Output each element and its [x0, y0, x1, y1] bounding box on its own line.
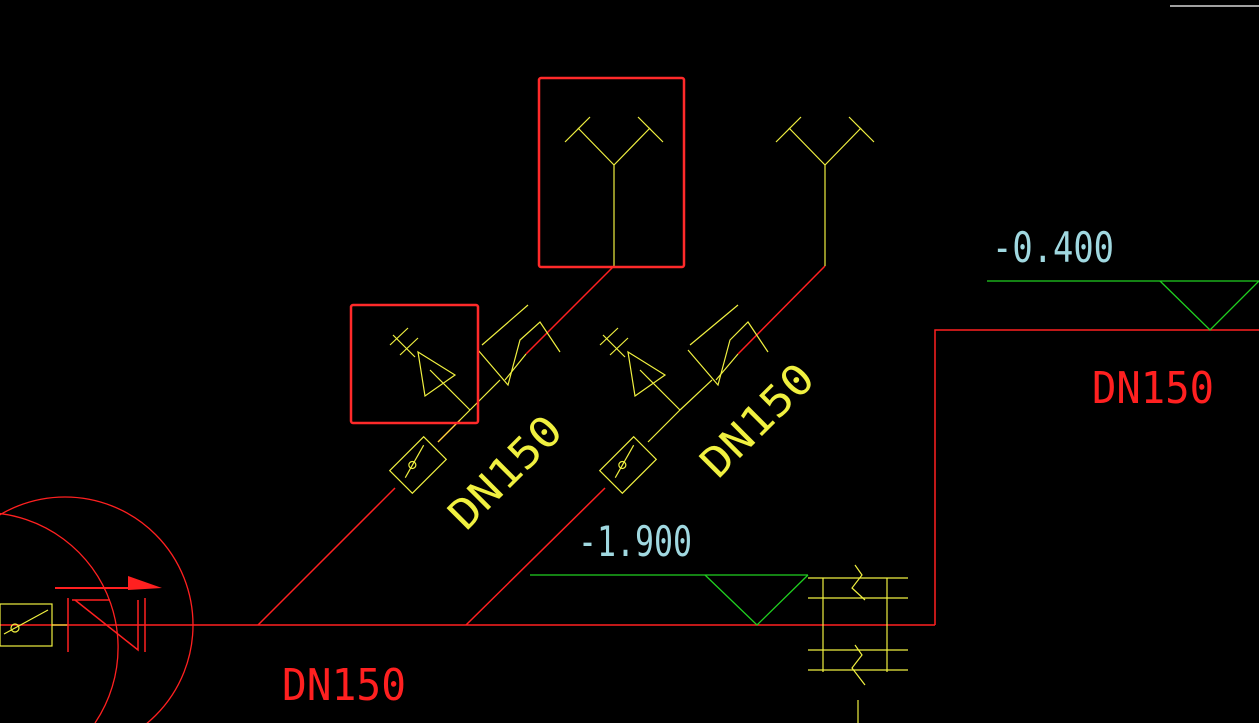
detail-circle [0, 496, 194, 723]
branch-2-stub [647, 409, 681, 443]
flow-arrow-icon [55, 576, 162, 590]
wall-sleeve-icon [808, 564, 908, 723]
branch-2-symbols [598, 304, 769, 495]
branch-pipe-1-top [525, 265, 615, 355]
detail-callout [0, 496, 194, 723]
check-valve-icon [469, 304, 561, 411]
branch-pipe-2 [465, 487, 606, 626]
y-inlet-icon [775, 116, 875, 266]
gate-valve-icon [598, 435, 658, 495]
check-valve-icon [679, 304, 769, 411]
pipe-label-right: DN150 [1092, 363, 1214, 414]
elevation-label-high: -0.400 [992, 223, 1114, 272]
highlight-box-inlet[interactable] [537, 76, 686, 269]
highlight-box-nozzle[interactable] [349, 303, 480, 425]
pipe-network [0, 265, 1259, 626]
elevation-marker-icon [987, 280, 1259, 331]
riser-pipe [934, 329, 1259, 625]
check-valve-icon [67, 598, 146, 652]
gate-valve-icon [388, 435, 448, 495]
branch-pipe-2-top [737, 265, 826, 355]
branch-pipe-1 [257, 487, 396, 626]
branch-1-symbols [388, 304, 561, 495]
pipe-label-main: DN150 [282, 660, 406, 711]
test-nozzle-icon [599, 327, 681, 411]
elevation-label-low: -1.900 [578, 517, 692, 566]
test-nozzle-icon [389, 327, 471, 411]
elevation-marker-icon [530, 574, 809, 626]
branch-1-stub [437, 409, 471, 443]
y-inlet-icon [564, 116, 664, 266]
